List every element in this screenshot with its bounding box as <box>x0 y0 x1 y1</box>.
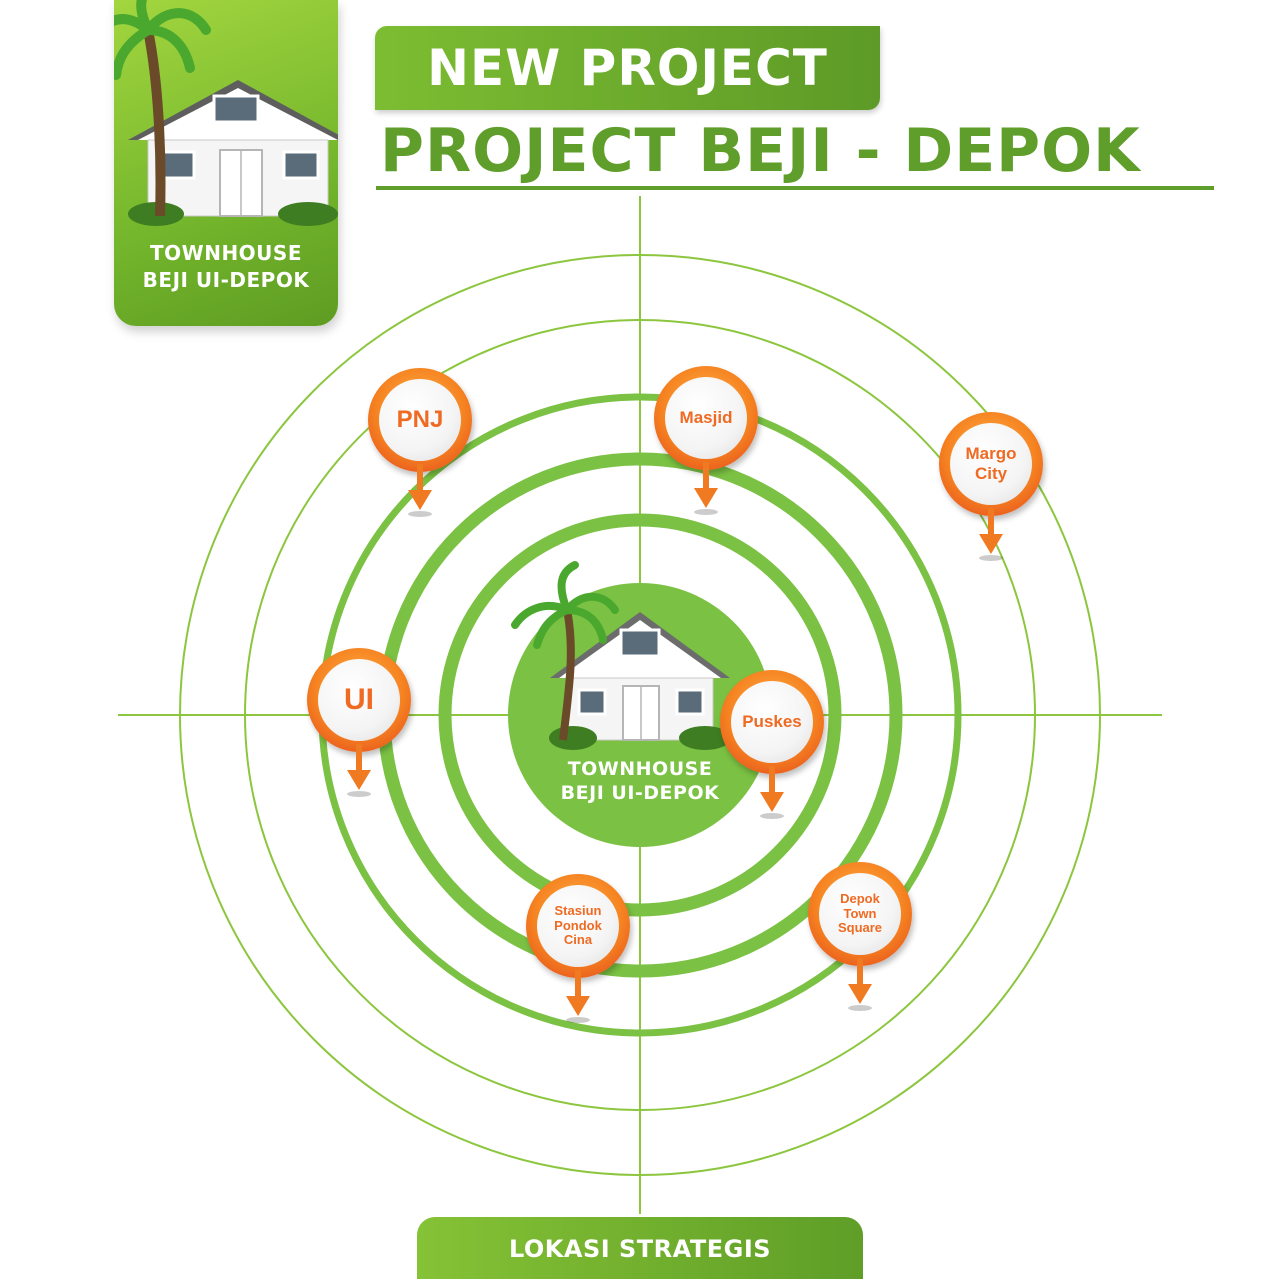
header-banner: NEW PROJECT <box>375 26 880 110</box>
footer-banner: LOKASI STRATEGIS <box>417 1217 863 1279</box>
center-house-icon <box>511 561 731 750</box>
pin-label: PNJ <box>396 406 444 434</box>
pin-ui: UI <box>307 648 411 798</box>
pin-label: Stasiun Pondok Cina <box>554 902 602 948</box>
logo-line-1: TOWNHOUSE <box>150 241 302 265</box>
pin-label: Margo City <box>965 444 1017 483</box>
project-title: PROJECT BEJI - DEPOK <box>380 116 1141 186</box>
pin-face: PNJ <box>379 379 461 461</box>
pin-face: Stasiun Pondok Cina <box>537 885 619 967</box>
pin-face: Margo City <box>950 423 1032 505</box>
center-label: TOWNHOUSE BEJI UI-DEPOK <box>520 757 760 805</box>
logo-text: TOWNHOUSE BEJI UI-DEPOK <box>114 240 338 294</box>
location-arrow-icon <box>408 464 432 517</box>
pin-masjid: Masjid <box>654 366 758 516</box>
pin-label: Depok Town Square <box>837 890 883 936</box>
ring-1 <box>438 513 842 917</box>
logo-line-2: BEJI UI-DEPOK <box>142 268 310 292</box>
pin-depok-town-square: Depok Town Square <box>808 862 912 1012</box>
location-arrow-icon <box>347 744 371 797</box>
title-underline <box>376 186 1214 190</box>
pin-label: Puskes <box>742 712 802 732</box>
pin-label: Masjid <box>679 408 733 428</box>
house-logo-icon <box>114 0 338 226</box>
footer-label: LOKASI STRATEGIS <box>508 1235 772 1263</box>
location-arrow-icon <box>760 766 784 819</box>
pin-puskes: Puskes <box>720 670 824 820</box>
location-arrow-icon <box>694 462 718 515</box>
pin-face: Masjid <box>665 377 747 459</box>
location-arrow-icon <box>848 958 872 1011</box>
pin-face: UI <box>318 659 400 741</box>
logo-badge: TOWNHOUSE BEJI UI-DEPOK <box>114 0 338 326</box>
ring-4 <box>244 319 1036 1111</box>
header-title: NEW PROJECT <box>427 39 828 97</box>
pin-face: Depok Town Square <box>819 873 901 955</box>
location-arrow-icon <box>979 508 1003 561</box>
pin-label: UI <box>344 682 374 716</box>
pin-stasiun-pondok-cina: Stasiun Pondok Cina <box>526 874 630 1024</box>
center-line-1: TOWNHOUSE <box>567 758 713 780</box>
pin-pnj: PNJ <box>368 368 472 518</box>
center-line-2: BEJI UI-DEPOK <box>560 782 720 804</box>
location-arrow-icon <box>566 970 590 1023</box>
pin-face: Puskes <box>731 681 813 763</box>
pin-margo-city: Margo City <box>939 412 1043 562</box>
ring-outer <box>179 254 1101 1176</box>
